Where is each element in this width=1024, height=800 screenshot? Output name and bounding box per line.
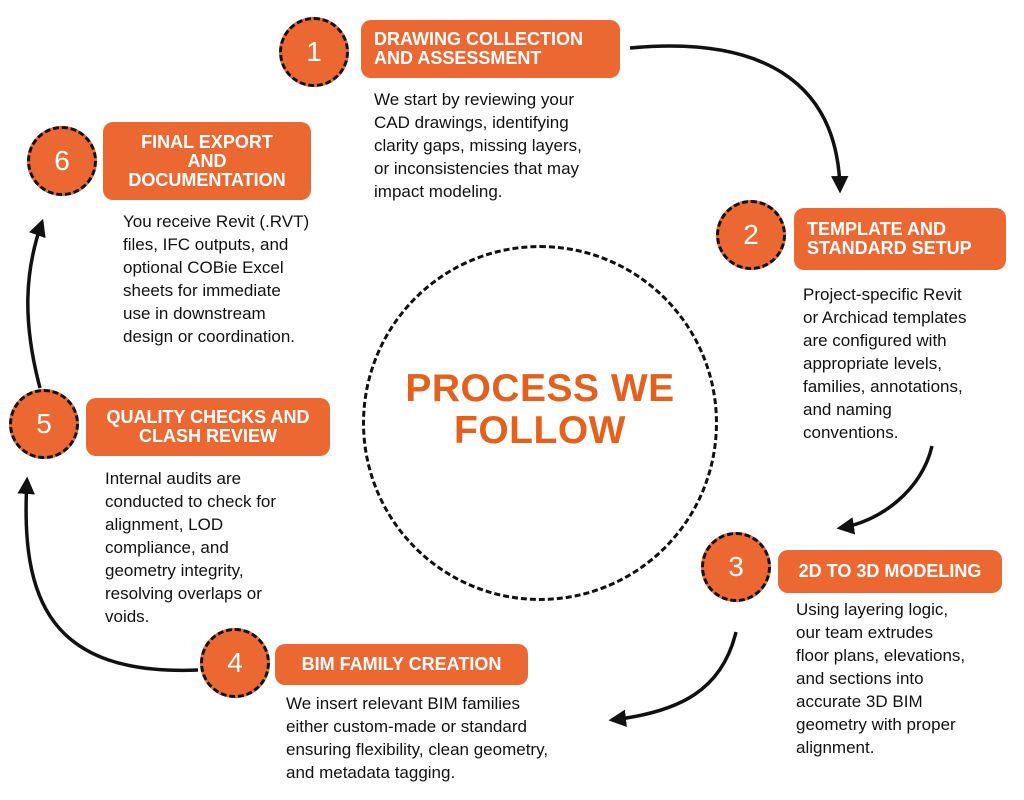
step-2-number: 2 [716,200,786,270]
step-1-description: We start by reviewing your CAD drawings,… [374,90,582,201]
step-3-heading: 2D TO 3D MODELING [778,550,1002,593]
step-6-number: 6 [27,126,97,196]
arrow-5-to-6 [26,218,46,389]
step-2-heading: TEMPLATE AND STANDARD SETUP [794,208,1006,270]
step-5-description: Internal audits are conducted to check f… [105,469,277,626]
diagram-title: PROCESS WE FOLLOW [405,367,675,452]
center-circle [362,245,718,601]
arrow-4-to-5 [17,476,199,673]
arrow-3-to-4 [608,631,738,728]
step-1-number: 1 [279,17,349,87]
step-4-heading: BIM FAMILY CREATION [275,644,528,685]
step-5-number: 5 [9,389,79,459]
arrow-1-to-2 [629,44,849,194]
step-1-heading: DRAWING COLLECTION AND ASSESSMENT [361,20,620,78]
step-3-description: Using layering logic, our team extrudes … [796,600,966,757]
step-3-number: 3 [701,532,771,602]
step-4-number: 4 [200,628,270,698]
step-6-heading: FINAL EXPORT AND DOCUMENTATION [103,122,311,200]
step-4-description: We insert relevant BIM families either c… [286,694,549,782]
arrow-2-to-3 [836,445,934,535]
step-2-description: Project-specific Revit or Archicad templ… [803,285,967,442]
step-6-description: You receive Revit (.RVT) files, IFC outp… [123,212,310,346]
step-5-heading: QUALITY CHECKS AND CLASH REVIEW [86,398,330,456]
